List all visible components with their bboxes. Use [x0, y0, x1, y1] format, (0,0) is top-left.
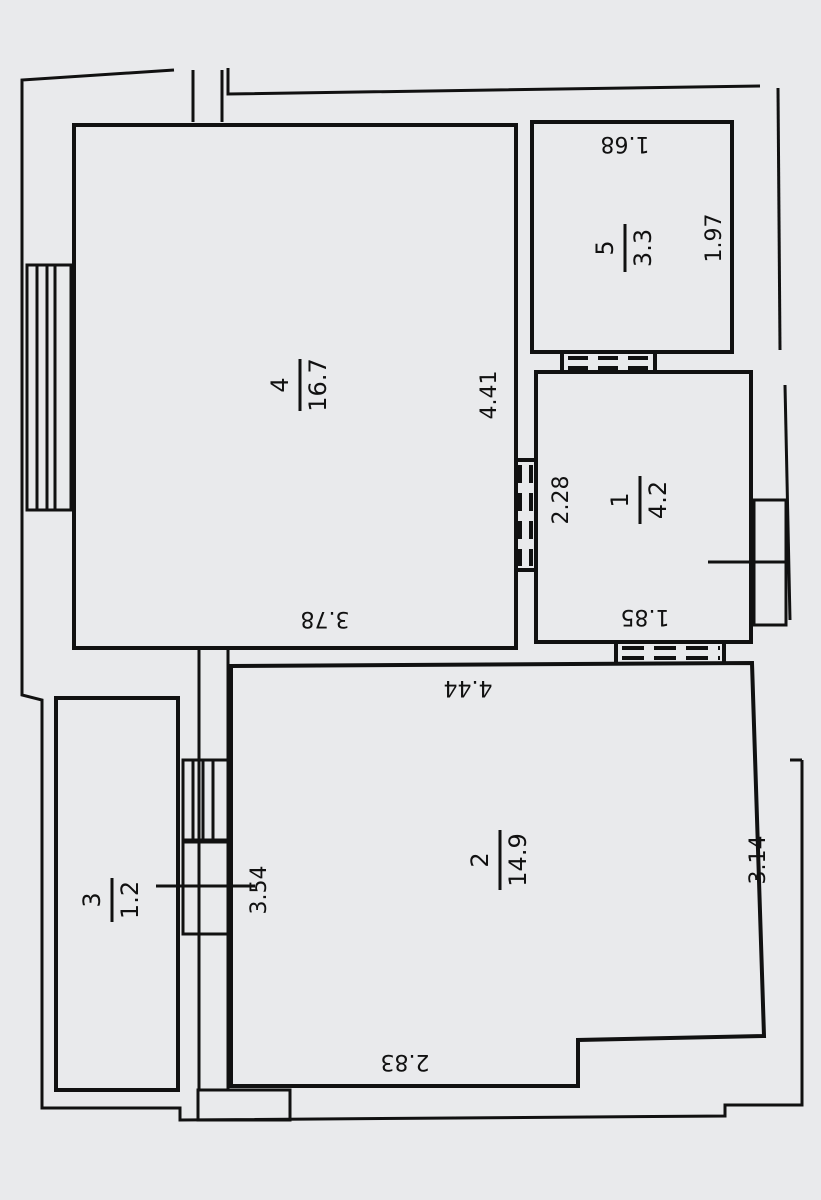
- room-label-1: 1 4.2: [606, 476, 672, 524]
- room-1-area: 4.2: [644, 481, 672, 519]
- exterior-walls: [20, 68, 804, 1122]
- room-1: [534, 370, 753, 644]
- room-2-area: 14.9: [504, 833, 532, 886]
- room-2-number: 2: [466, 852, 494, 867]
- dim-room2-top: 4.44: [444, 675, 493, 700]
- room-5-number: 5: [591, 240, 619, 255]
- room-label-3: 3 1.2: [78, 878, 144, 922]
- dim-room1-height: 2.28: [549, 476, 574, 525]
- room-4: [72, 123, 518, 650]
- dim-room5-width: 1.68: [601, 131, 650, 156]
- dim-room4-width: 3.78: [301, 606, 350, 631]
- room-1-number: 1: [606, 492, 634, 507]
- room-4-number: 4: [266, 377, 294, 392]
- room-2: [229, 660, 767, 1088]
- room-label-5: 5 3.3: [591, 224, 657, 272]
- doorways: [516, 352, 726, 663]
- dim-room5-height: 1.97: [702, 214, 727, 263]
- room-5: [530, 120, 734, 354]
- room-3-area: 1.2: [116, 881, 144, 919]
- dim-room1-width: 1.85: [621, 604, 670, 629]
- room-5-area: 3.3: [629, 229, 657, 267]
- room-3: [54, 696, 180, 1092]
- dim-room2-right: 3.14: [746, 836, 771, 885]
- entry-door: [708, 498, 788, 627]
- room-3-number: 3: [78, 892, 106, 907]
- corridor-walls: [156, 650, 292, 1122]
- room-4-area: 16.7: [304, 358, 332, 411]
- dim-room2-bottom: 2.83: [381, 1049, 430, 1074]
- dim-room4-height: 4.41: [477, 371, 502, 420]
- room-label-2: 2 14.9: [466, 830, 532, 890]
- window-left: [25, 263, 73, 512]
- dim-room2-left: 3.54: [247, 866, 272, 915]
- room-label-4: 4 16.7: [266, 358, 332, 411]
